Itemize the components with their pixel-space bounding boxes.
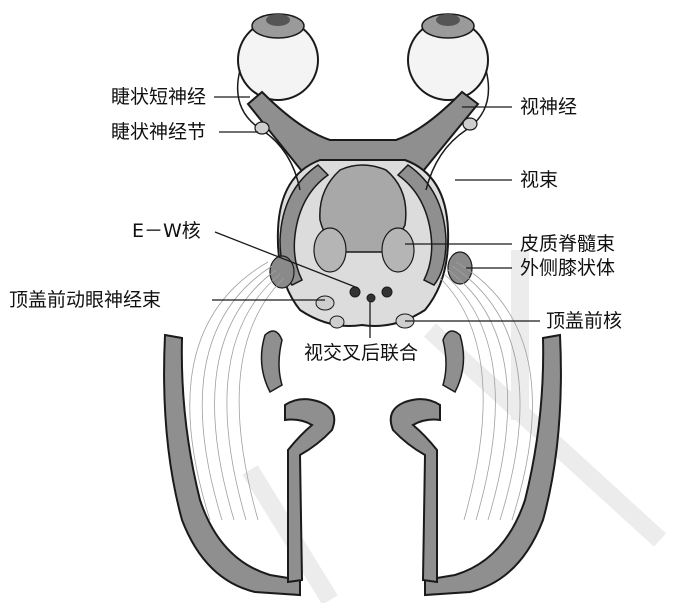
- label-optic-tract: 视束: [520, 169, 558, 191]
- right-lateral-ventricle: [443, 331, 464, 392]
- right-ciliary-ganglion: [463, 118, 477, 130]
- label-ciliary-ganglion: 睫状神经节: [111, 121, 206, 143]
- label-optic-nerve: 视神经: [520, 96, 577, 118]
- label-pretectal-oculomotor-tract: 顶盖前动眼神经束: [9, 289, 161, 311]
- label-pretectal-nucleus: 顶盖前核: [546, 310, 622, 332]
- left-eyeball: [238, 14, 318, 100]
- label-short-ciliary-nerve: 睫状短神经: [111, 86, 206, 108]
- label-ew-nucleus: E－W核: [132, 220, 201, 242]
- right-corticospinal-tract: [382, 228, 414, 272]
- left-corticospinal-tract: [314, 228, 346, 272]
- label-lateral-geniculate-body: 外侧膝状体: [520, 257, 615, 279]
- left-lateral-ventricle: [261, 331, 282, 392]
- right-calcarine-fold: [391, 399, 440, 582]
- right-eyeball: [408, 14, 488, 100]
- label-posterior-chiasmal-commissure: 视交叉后联合: [304, 342, 418, 364]
- label-corticospinal-tract: 皮质脊髓束: [520, 233, 615, 255]
